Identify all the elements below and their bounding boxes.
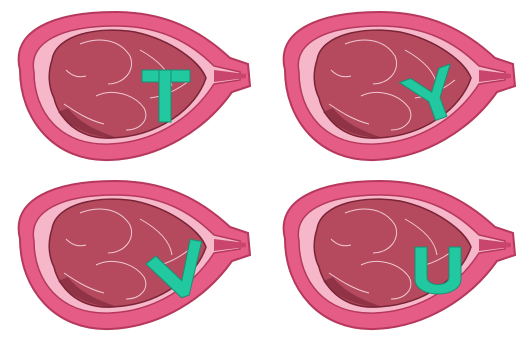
uterus-illustration xyxy=(265,0,529,169)
uterus-illustration xyxy=(0,169,264,338)
uterus-illustration xyxy=(0,0,264,169)
panel-y-incision: Y xyxy=(265,0,529,169)
panel-t-incision: T xyxy=(0,0,264,169)
uterus-illustration xyxy=(265,169,529,338)
panel-v-incision: V xyxy=(0,169,264,338)
panel-u-incision: U xyxy=(265,169,529,338)
